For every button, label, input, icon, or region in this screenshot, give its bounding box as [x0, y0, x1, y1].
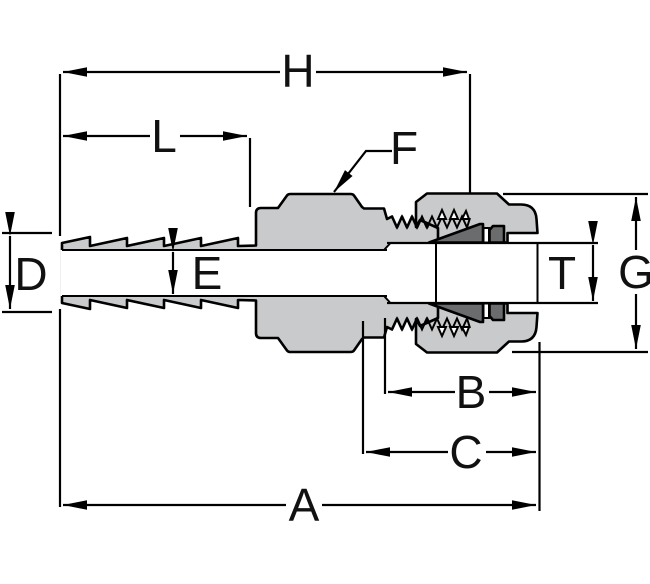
label-B: B: [456, 366, 487, 418]
label-C: C: [449, 426, 482, 478]
label-T: T: [548, 247, 576, 299]
fitting-body-group: [60, 192, 539, 354]
ferrule-gap-bottom: [482, 302, 490, 319]
socket-chamfer-top: [383, 242, 391, 251]
back-ferrule-top: [488, 224, 506, 244]
extension-lines: [2, 74, 648, 511]
thread-clearance-glints-bottom: [436, 326, 471, 339]
label-L: L: [151, 110, 177, 162]
label-G: G: [618, 246, 650, 298]
dimension-labels: H L F D E T G B C A: [14, 45, 650, 531]
ferrule-gap-top: [482, 227, 490, 244]
thread-profile-bottom: [386, 315, 471, 332]
socket-chamfer-bottom: [383, 295, 391, 304]
label-H: H: [281, 45, 314, 97]
thread-clearance-glints-top: [436, 207, 471, 220]
thread-profile-top: [386, 214, 471, 231]
label-D: D: [14, 248, 47, 300]
back-ferrule-bottom: [488, 302, 506, 322]
dimension-lines: [5, 67, 641, 510]
bore-channel: [60, 250, 389, 296]
label-E: E: [192, 247, 223, 299]
label-A: A: [289, 479, 320, 531]
dim-F-leader: [333, 149, 392, 193]
label-F: F: [390, 122, 418, 174]
tube-socket-hole: [387, 243, 538, 303]
